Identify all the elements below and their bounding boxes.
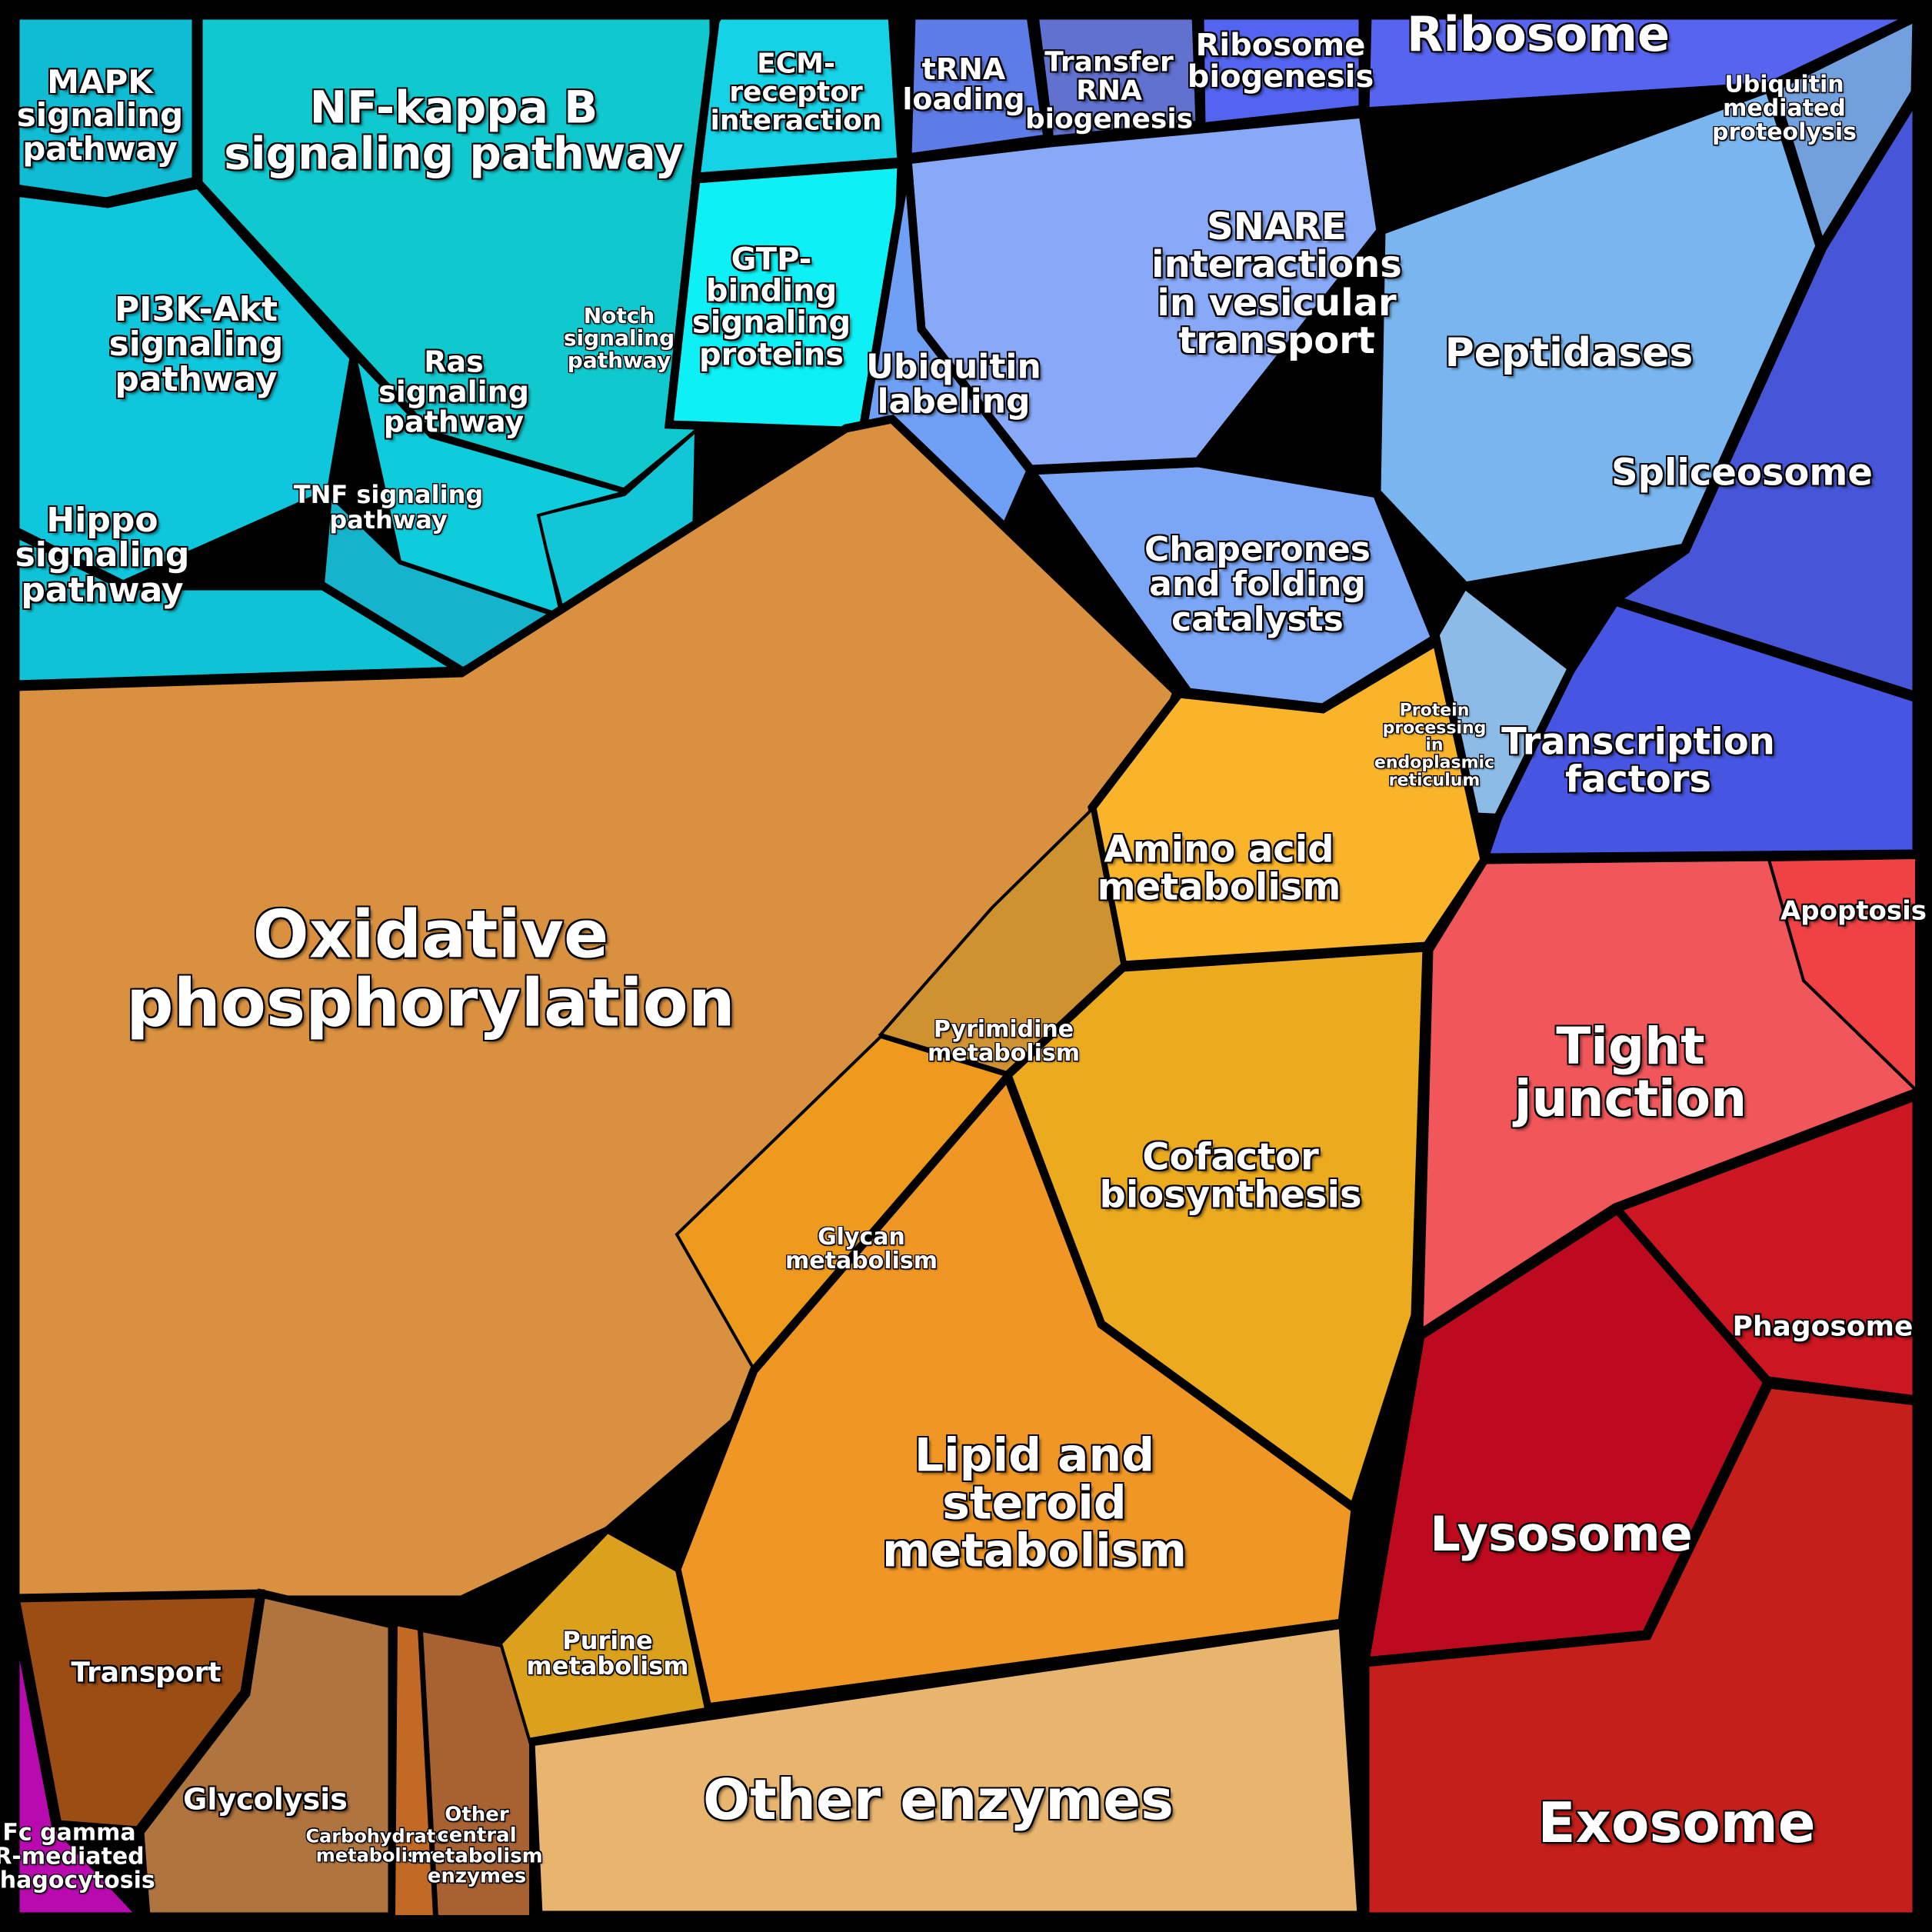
treemap-cell-glycolysis[interactable] (135, 1588, 397, 1921)
treemap-cell-purine-metabolism[interactable] (498, 1530, 708, 1742)
treemap-cell-hippo-signaling-pathway[interactable] (11, 526, 476, 689)
treemap-cell-mapk-signaling-pathway[interactable] (11, 11, 201, 206)
treemap-cell-lipid-and-steroid-metabolism[interactable] (672, 1068, 1360, 1713)
treemap-cell-ecm-receptor-interaction[interactable] (691, 11, 906, 182)
treemap-cell-ribosome-biogenesis[interactable] (1195, 11, 1367, 132)
treemap-cell-apoptosis[interactable] (1767, 855, 1918, 1094)
treemap-cell-other-central-metabolism-enzymes[interactable] (419, 1628, 532, 1918)
treemap-cell-transfer-rna-biogenesis[interactable] (1029, 11, 1204, 145)
treemap-cell-trna-loading[interactable] (903, 11, 1053, 163)
treemap-cell-exosome[interactable] (1361, 1380, 1921, 1921)
treemap-cell-carbohydrate-metabolism[interactable] (391, 1622, 437, 1918)
